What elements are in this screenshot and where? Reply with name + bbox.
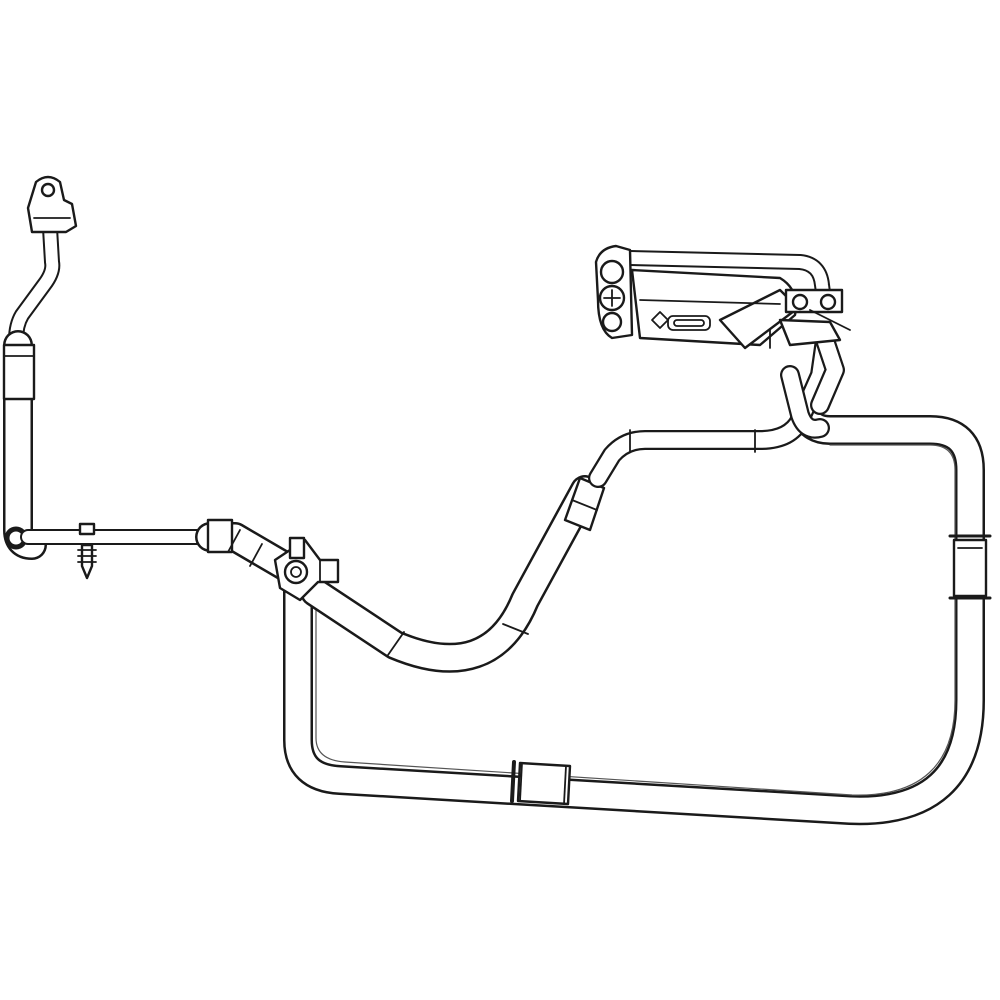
mounting-bracket [273, 536, 340, 602]
vertical-hose-segment [2, 330, 47, 560]
hose-coupling-bottom [510, 760, 572, 806]
upper-pipe [588, 330, 845, 488]
hose-coupling-right [948, 534, 992, 600]
bracket-clip [77, 522, 97, 580]
upper-bend-tube [8, 220, 61, 348]
crimp-sleeve [563, 476, 606, 532]
valve-block-assembly [594, 244, 851, 350]
lower-loop-hose [283, 400, 985, 826]
s-curve-hose [300, 475, 600, 673]
eyelet-terminal [26, 175, 78, 234]
